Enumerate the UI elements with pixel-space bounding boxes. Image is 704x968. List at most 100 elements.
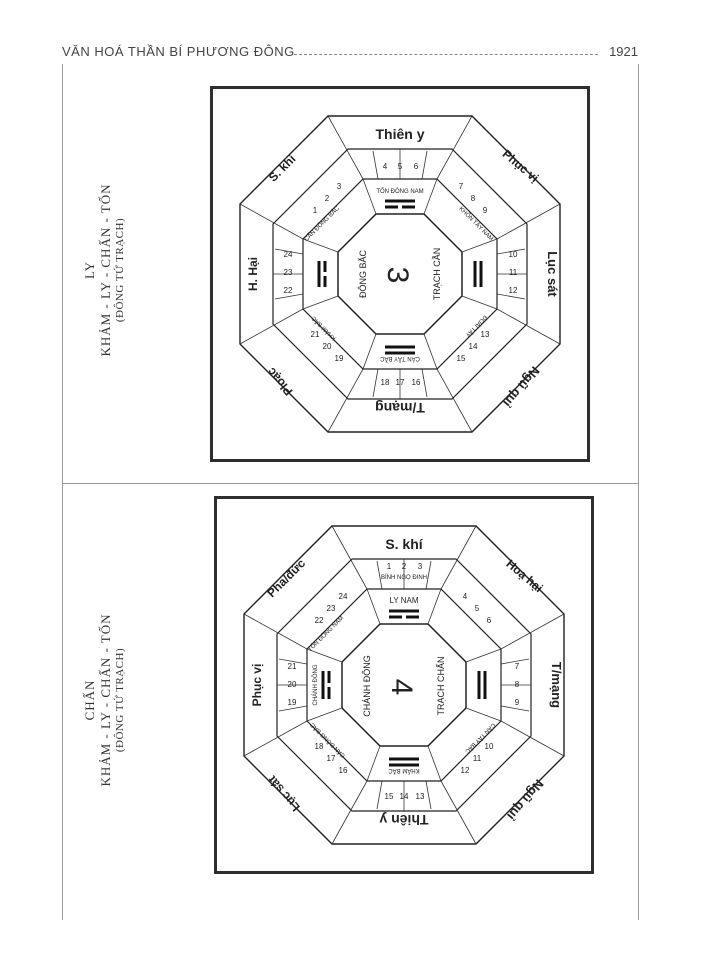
cell-number: 12 <box>509 286 518 295</box>
cell-number: 19 <box>288 698 297 707</box>
cell-number: 14 <box>400 792 409 801</box>
center-label-top: LY NAM <box>389 596 418 605</box>
cell-number: 4 <box>463 592 468 601</box>
outer-label-ngu-qui: Ngũ quỉ <box>504 777 547 824</box>
page-header: VĂN HOÁ THẦN BÍ PHƯƠNG ĐÔNG 1921 <box>62 44 638 64</box>
cell-number: 21 <box>311 330 320 339</box>
caption-top-name: LY <box>82 260 97 280</box>
cell-number: 10 <box>485 742 494 751</box>
cell-number: 3 <box>418 562 423 571</box>
center-label-right: TRẠCH CHẤN <box>436 656 446 715</box>
outer-label-ngu-qui: Ngũ quỉ <box>500 364 543 411</box>
cell-number: 19 <box>335 354 344 363</box>
cell-number: 11 <box>509 268 518 277</box>
cell-number: 15 <box>457 354 466 363</box>
cell-number: 12 <box>461 766 470 775</box>
cell-number: 14 <box>469 342 478 351</box>
cell-number: 7 <box>459 182 464 191</box>
ring-label: KHẢM BẮC <box>388 767 420 775</box>
cell-number: 16 <box>339 766 348 775</box>
figure-divider <box>62 483 638 484</box>
ring-label: TỐN ĐÔNG NAM <box>307 615 345 653</box>
cell-number: 3 <box>337 182 342 191</box>
cell-number: 21 <box>288 662 297 671</box>
cell-number: 2 <box>325 194 330 203</box>
center-number: 3 <box>381 267 414 284</box>
cell-number: 1 <box>313 206 318 215</box>
cell-number: 22 <box>315 616 324 625</box>
left-margin-line <box>62 64 63 920</box>
cell-number: 23 <box>327 604 336 613</box>
center-number: 4 <box>385 679 418 696</box>
caption-bottom-name: CHẤN <box>82 679 97 721</box>
cell-number: 13 <box>481 330 490 339</box>
running-title: VĂN HOÁ THẦN BÍ PHƯƠNG ĐÔNG <box>62 44 295 59</box>
ring-label: CẤN ĐÔNG BẮC <box>302 204 341 243</box>
caption-bottom-formula: KHẢM - LY - CHẤN - TỐN <box>98 613 113 787</box>
outer-label-thien-y: Thiên y <box>379 812 428 828</box>
cell-number: 20 <box>323 342 332 351</box>
cell-number: 24 <box>339 592 348 601</box>
cell-number: 24 <box>284 250 293 259</box>
caption-top-formula: KHẢM - LY - CHẤN - TỐN <box>98 183 113 357</box>
caption-top-group: (ĐÔNG TỨ TRẠCH) <box>114 217 126 323</box>
cell-number: 2 <box>402 562 407 571</box>
outer-label-s-khi: S. khí <box>266 151 299 184</box>
cell-number: 8 <box>471 194 476 203</box>
cell-number: 17 <box>327 754 336 763</box>
outer-label-pha-duc: Pha/đức <box>264 556 308 600</box>
cell-number: 9 <box>483 206 488 215</box>
cell-number: 5 <box>398 162 403 171</box>
cell-number: 18 <box>315 742 324 751</box>
bagua-diagram-bottom: 4 CHÁNH ĐÔNG TRẠCH CHẤN LY NAM S. khí Ho… <box>243 525 565 845</box>
outer-label-h-hai: H. Hại <box>246 257 260 291</box>
cell-number: 15 <box>385 792 394 801</box>
header-rule <box>294 54 598 55</box>
middle-octagon <box>276 558 532 812</box>
center-label-right: TRẠCH CẦN <box>432 248 442 301</box>
cell-number: 11 <box>473 754 482 763</box>
ring-label: CHÁNH ĐÔNG <box>312 664 319 705</box>
cell-number: 7 <box>515 662 520 671</box>
page-number: 1921 <box>609 44 638 59</box>
caption-top: LY KHẢM - LY - CHẤN - TỐN (ĐÔNG TỨ TRẠCH… <box>82 120 126 420</box>
cell-numbers-top: 4 5 6 7 8 9 10 11 12 13 14 15 16 17 18 1… <box>284 162 518 387</box>
cell-number: 6 <box>487 616 492 625</box>
cell-number: 13 <box>416 792 425 801</box>
caption-bottom: CHẤN KHẢM - LY - CHẤN - TỐN (ĐÔNG TỨ TRẠ… <box>82 550 126 850</box>
outer-label-luc-sat: Lục sát <box>265 773 303 814</box>
center-label-left: CHÁNH ĐÔNG <box>362 655 372 717</box>
cell-number: 16 <box>412 378 421 387</box>
outer-label-phuc-vi: Phục vị <box>500 147 542 185</box>
middle-octagon <box>272 148 528 400</box>
bagua-diagram-top: 3 ĐÔNG BẮC TRẠCH CẦN Thiên y Phục vị Lục… <box>239 115 561 433</box>
cell-number: 5 <box>475 604 480 613</box>
ring-label: BÍNH NGỌ ĐINH <box>381 574 427 581</box>
cell-number: 1 <box>387 562 392 571</box>
cell-number: 18 <box>381 378 390 387</box>
cell-number: 6 <box>414 162 419 171</box>
outer-label-s-khi: S. khí <box>385 536 423 552</box>
ring-label: KHÔN TÂY NAM <box>458 205 495 242</box>
cell-number: 4 <box>383 162 388 171</box>
cell-numbers-bottom: 1 2 3 4 5 6 7 8 9 10 11 12 13 14 15 16 1… <box>288 562 520 801</box>
cell-number: 23 <box>284 268 293 277</box>
cell-number: 8 <box>515 680 520 689</box>
outer-label-t-mang: T/mạng <box>375 400 425 416</box>
caption-bottom-group: (ĐÔNG TỨ TRẠCH) <box>114 647 126 753</box>
cell-number: 9 <box>515 698 520 707</box>
ring-label: CÀN TÂY BẮC <box>379 355 419 363</box>
cell-number: 17 <box>396 378 405 387</box>
outer-label-ploac: Ploạc <box>264 365 296 399</box>
bagua-chart-top: 3 ĐÔNG BẮC TRẠCH CẦN Thiên y Phục vị Lục… <box>210 86 590 462</box>
bagua-chart-bottom: 4 CHÁNH ĐÔNG TRẠCH CHẤN LY NAM S. khí Ho… <box>214 496 594 874</box>
outer-label-luc-sat: Lục sát <box>545 251 560 297</box>
cell-number: 20 <box>288 680 297 689</box>
ring-label: TỐN ĐÔNG NAM <box>376 188 423 195</box>
outer-label-thien-y: Thiên y <box>375 126 424 142</box>
cell-number: 22 <box>284 286 293 295</box>
right-margin-line <box>638 64 639 920</box>
outer-label-t-mang: T/mạng <box>549 662 564 708</box>
center-label-left: ĐÔNG BẮC <box>358 250 368 299</box>
outer-label-hoa-hai: Hoạ hại <box>503 557 545 596</box>
